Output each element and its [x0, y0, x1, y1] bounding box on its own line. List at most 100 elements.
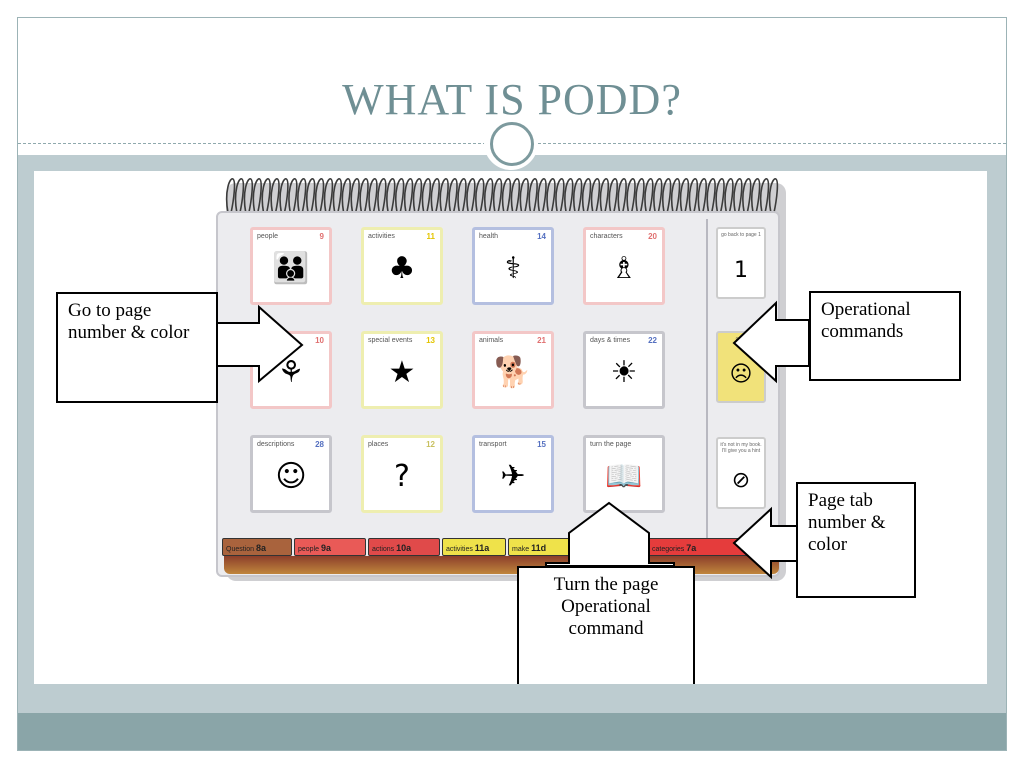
- spiral-coil: [564, 178, 574, 214]
- symbol-label: activities: [368, 233, 395, 240]
- page-tab[interactable]: activities 11a: [442, 538, 506, 556]
- command-label: go back to page 1: [721, 232, 761, 238]
- command-label: it's not in my book. I'll give you a hin…: [720, 442, 762, 454]
- spiral-coil: [492, 178, 503, 214]
- spiral-coil: [715, 178, 725, 214]
- callout-go-to-page: Go to page number & color: [56, 292, 218, 403]
- spiral-coil: [759, 178, 770, 214]
- tab-label: activities: [446, 546, 473, 553]
- symbol-icon: ♗: [610, 250, 638, 286]
- symbol-label: days & times: [590, 337, 631, 344]
- page-number: 15: [537, 440, 546, 449]
- symbol-cell[interactable]: activities 11 ♣: [361, 227, 443, 305]
- spiral-coil: [555, 178, 565, 214]
- symbol-label: turn the page: [590, 441, 632, 448]
- tab-number: 11d: [531, 543, 547, 553]
- spiral-coil: [368, 178, 378, 214]
- command-icon: 1: [734, 258, 748, 284]
- spiral-coil: [359, 178, 369, 214]
- spiral-coil: [733, 178, 743, 214]
- symbol-icon: ☀: [610, 354, 638, 390]
- spiral-coil: [403, 178, 414, 214]
- spiral-coil: [644, 178, 654, 214]
- footer-band: [18, 713, 1006, 750]
- spiral-coil: [599, 178, 610, 214]
- operational-command-cell[interactable]: go back to page 1 1: [716, 227, 766, 299]
- tab-number: 10a: [396, 543, 412, 553]
- spiral-coil: [617, 178, 627, 214]
- spiral-coil: [377, 178, 387, 214]
- circle-ornament-icon: [490, 122, 534, 166]
- spiral-coil: [297, 178, 307, 214]
- slide-title: WHAT IS PODD?: [342, 75, 682, 124]
- arrow-turn-page-icon: [545, 501, 675, 567]
- spiral-coil: [448, 178, 458, 214]
- operational-command-strip: go back to page 11oops☹it's not in my bo…: [706, 219, 774, 539]
- page-number: 10: [315, 336, 324, 345]
- spiral-coil: [261, 178, 271, 214]
- symbol-icon: 👪: [272, 250, 310, 286]
- spiral-coil: [697, 178, 707, 214]
- spiral-coil: [457, 178, 467, 214]
- tab-label: categories: [652, 546, 685, 553]
- page-number: 13: [426, 336, 435, 345]
- spiral-coil: [653, 178, 663, 214]
- page-number: 20: [648, 232, 657, 241]
- spiral-coil: [279, 178, 289, 214]
- page-tab[interactable]: actions 10a: [368, 538, 440, 556]
- spiral-coil: [537, 178, 547, 214]
- page-tab[interactable]: people 9a: [294, 538, 366, 556]
- symbol-cell[interactable]: turn the page📖: [583, 435, 665, 513]
- callout-operational: Operational commands: [809, 291, 961, 381]
- tab-number: 7a: [686, 543, 697, 553]
- spiral-coil: [706, 178, 716, 214]
- spiral-coil: [742, 178, 752, 214]
- symbol-label: characters: [590, 233, 623, 240]
- spiral-coil: [688, 178, 699, 214]
- page-tab[interactable]: Question 8a: [222, 538, 292, 556]
- tab-number: 9a: [320, 543, 331, 553]
- spiral-coil: [225, 178, 236, 214]
- command-icon: ☹: [729, 362, 753, 388]
- callout-arrows: [213, 300, 810, 580]
- symbol-icon: ♣: [388, 250, 416, 286]
- spiral-coil: [661, 178, 672, 214]
- spiral-coil: [439, 178, 449, 214]
- spiral-coil: [626, 178, 636, 214]
- operational-command-cell[interactable]: it's not in my book. I'll give you a hin…: [716, 437, 766, 509]
- spiral-coil: [386, 178, 396, 214]
- spiral-coil: [724, 178, 734, 214]
- symbol-cell[interactable]: characters 20 ♗: [583, 227, 665, 305]
- tab-label: make: [512, 546, 530, 553]
- symbol-label: health: [479, 233, 499, 240]
- page-tab[interactable]: make 11d: [508, 538, 572, 556]
- arrow-operational-icon: [732, 300, 810, 384]
- page-number: 11: [426, 232, 435, 241]
- symbol-icon: ⚕: [504, 250, 522, 286]
- command-icon: ⊘: [731, 468, 751, 494]
- page-number: 9: [319, 232, 324, 241]
- spiral-coil: [323, 178, 334, 214]
- spiral-coil: [608, 178, 618, 214]
- tab-label: actions: [372, 546, 395, 553]
- page-number: 28: [315, 440, 324, 449]
- callout-turn-page: Turn the page Operational command: [517, 566, 695, 684]
- symbol-label: special events: [368, 337, 413, 344]
- spiral-coil: [332, 178, 343, 214]
- spiral-coil: [528, 178, 538, 214]
- page-number: 12: [426, 440, 435, 449]
- arrow-go-to-page-icon: [213, 304, 304, 384]
- symbol-label: places: [368, 441, 389, 448]
- tab-number: 11a: [474, 543, 490, 553]
- spiral-coil: [572, 178, 583, 214]
